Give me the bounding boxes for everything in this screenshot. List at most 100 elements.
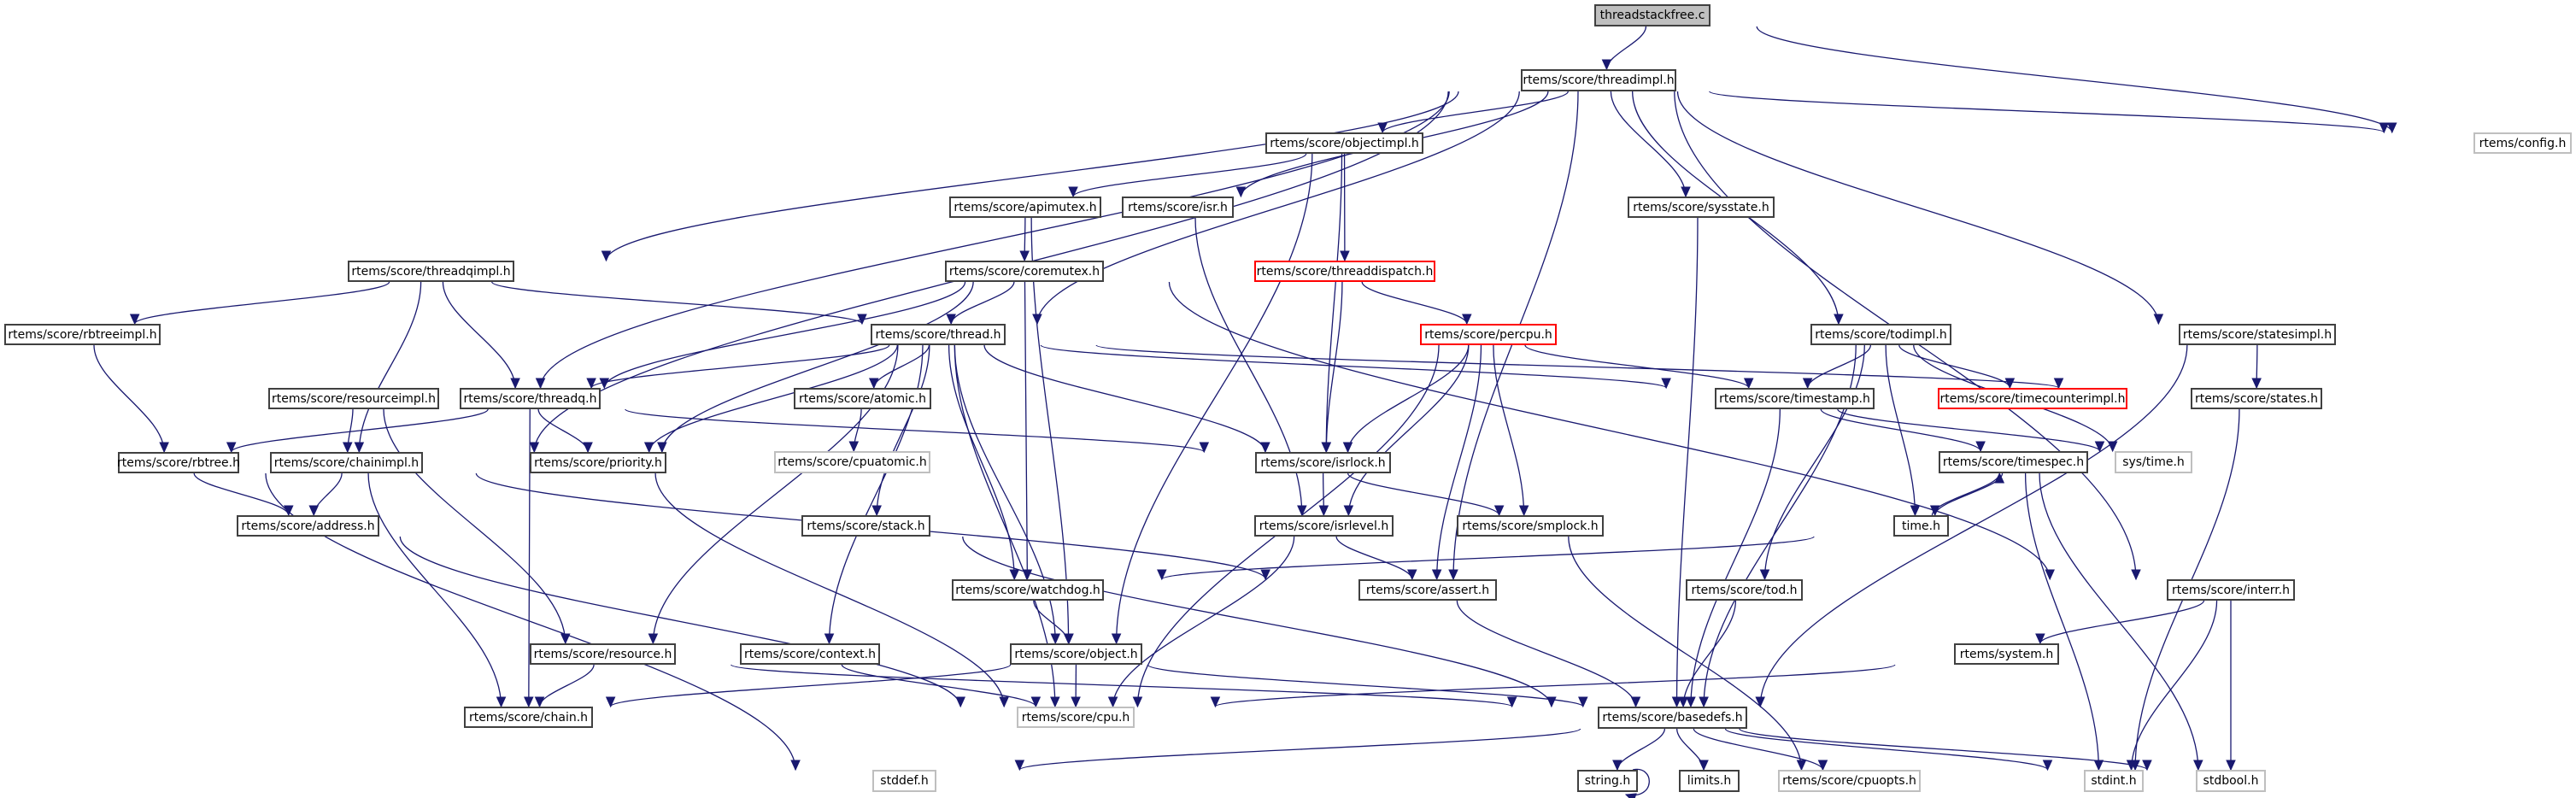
node-threaddispatch-h[interactable]: rtems/score/threaddispatch.h xyxy=(1254,261,1435,282)
node-cpuatomic-h: rtems/score/cpuatomic.h xyxy=(774,451,930,473)
edge-arrowhead xyxy=(1578,696,1588,708)
node-interr-h[interactable]: rtems/score/interr.h xyxy=(2167,579,2295,601)
node-watchdog-h[interactable]: rtems/score/watchdog.h xyxy=(952,579,1104,601)
edge-threadq-h-to-isrlock-h xyxy=(625,408,1210,454)
edge-chainimpl-h-to-chain-h xyxy=(367,472,507,708)
edge-line xyxy=(1690,408,1781,707)
node-sysstate-h[interactable]: rtems/score/sysstate.h xyxy=(1628,197,1775,218)
edge-arrowhead xyxy=(586,378,596,390)
node-threadq-h[interactable]: rtems/score/threadq.h xyxy=(460,388,601,409)
node-chain-h[interactable]: rtems/score/chain.h xyxy=(464,707,593,728)
edge-line xyxy=(1361,281,1468,325)
edge-coremutex-h-to-watchdog-h xyxy=(1022,281,1033,581)
edge-arrowhead xyxy=(601,250,612,262)
node-isr-h[interactable]: rtems/score/isr.h xyxy=(1122,197,1234,218)
edge-resource-h-to-chain-h xyxy=(534,664,595,708)
node-time-h[interactable]: time.h xyxy=(1893,515,1949,537)
node-priority-h[interactable]: rtems/score/priority.h xyxy=(530,452,666,473)
node-label: sys/time.h xyxy=(2122,455,2185,469)
edge-threadqimpl-h-to-rbtreeimpl-h xyxy=(129,281,390,326)
edge-arrowhead xyxy=(605,696,616,708)
node-objectimpl-h[interactable]: rtems/score/objectimpl.h xyxy=(1265,132,1423,154)
edge-arrowhead xyxy=(1743,378,1754,390)
node-context-h[interactable]: rtems/score/context.h xyxy=(740,643,880,665)
node-label: rtems/score/thread.h xyxy=(875,327,1001,342)
node-isrlevel-h[interactable]: rtems/score/isrlevel.h xyxy=(1254,515,1394,537)
node-rbtreeimpl-h[interactable]: rtems/score/rbtreeimpl.h xyxy=(4,324,161,345)
edge-line xyxy=(648,344,898,453)
node-system-h[interactable]: rtems/system.h xyxy=(1954,643,2059,665)
node-apimutex-h[interactable]: rtems/score/apimutex.h xyxy=(949,197,1101,218)
edge-arrowhead xyxy=(2131,569,2141,581)
node-resource-h[interactable]: rtems/score/resource.h xyxy=(530,643,676,665)
edge-object-h-to-cpu-h xyxy=(1071,664,1081,708)
edge-arrowhead xyxy=(1032,314,1042,326)
edge-line xyxy=(1605,26,1647,70)
node-label: rtems/score/context.h xyxy=(744,647,876,661)
node-timestamp-h[interactable]: rtems/score/timestamp.h xyxy=(1715,388,1875,409)
node-states-h[interactable]: rtems/score/states.h xyxy=(2191,388,2322,409)
edge-arrowhead xyxy=(342,442,353,454)
node-object-h[interactable]: rtems/score/object.h xyxy=(1010,643,1142,665)
node-label: rtems/config.h xyxy=(2479,136,2567,150)
node-threadqimpl-h[interactable]: rtems/score/threadqimpl.h xyxy=(348,261,514,282)
edge-resourceimpl-h-to-resource-h xyxy=(383,408,571,645)
edge-arrowhead xyxy=(1111,633,1122,645)
node-address-h[interactable]: rtems/score/address.h xyxy=(237,515,379,537)
edge-arrowhead xyxy=(1050,633,1061,645)
node-atomic-h[interactable]: rtems/score/atomic.h xyxy=(794,388,931,409)
edge-arrowhead xyxy=(1994,472,2005,484)
node-label: time.h xyxy=(1902,519,1940,533)
edge-arrowhead xyxy=(1068,186,1078,198)
edge-chainimpl-h-to-address-h xyxy=(308,472,343,517)
node-percpu-h[interactable]: rtems/score/percpu.h xyxy=(1420,324,1557,345)
edge-arrowhead xyxy=(1518,505,1529,517)
node-todimpl-h[interactable]: rtems/score/todimpl.h xyxy=(1810,324,1951,345)
edge-line xyxy=(231,408,489,453)
node-thread-h[interactable]: rtems/score/thread.h xyxy=(871,324,1006,345)
edge-line xyxy=(1820,408,1981,452)
edge-arrowhead xyxy=(534,696,545,708)
node-rbtree-h[interactable]: rtems/score/rbtree.h xyxy=(117,452,240,473)
node-resourceimpl-h[interactable]: rtems/score/resourceimpl.h xyxy=(268,388,439,409)
node-stack-h[interactable]: rtems/score/stack.h xyxy=(801,515,930,537)
node-label: rtems/score/watchdog.h xyxy=(955,583,1100,597)
node-label: rtems/score/threaddispatch.h xyxy=(1256,264,1434,279)
edge-arrowhead xyxy=(1431,569,1442,581)
edge-line xyxy=(1325,281,1343,453)
node-tod-h[interactable]: rtems/score/tod.h xyxy=(1686,579,1803,601)
edge-line xyxy=(1382,91,1569,133)
node-string-h[interactable]: string.h xyxy=(1577,770,1638,792)
node-label: limits.h xyxy=(1687,774,1732,788)
edge-arrowhead xyxy=(159,442,169,454)
edge-line xyxy=(442,281,516,389)
edge-arrowhead xyxy=(999,696,1009,708)
edge-object-h-to-chain-h xyxy=(605,664,1012,708)
node-timecounterimpl-h[interactable]: rtems/score/timecounterimpl.h xyxy=(1938,388,2127,409)
edge-arrowhead xyxy=(1817,760,1828,772)
edge-line xyxy=(1682,600,1737,707)
node-limits-h[interactable]: limits.h xyxy=(1679,770,1740,792)
edge-line xyxy=(1072,153,1307,197)
node-threadimpl-h[interactable]: rtems/score/threadimpl.h xyxy=(1521,69,1676,91)
edge-line xyxy=(661,281,974,453)
node-isrlock-h[interactable]: rtems/score/isrlock.h xyxy=(1255,452,1391,473)
node-smplock-h[interactable]: rtems/score/smplock.h xyxy=(1457,515,1604,537)
edge-line xyxy=(1194,217,1303,516)
node-coremutex-h[interactable]: rtems/score/coremutex.h xyxy=(945,261,1104,282)
edge-threadqimpl-h-to-chainimpl-h xyxy=(354,281,422,454)
edge-atomic-h-to-cpuatomic-h xyxy=(848,408,862,453)
edge-line xyxy=(528,408,531,707)
node-statesimpl-h[interactable]: rtems/score/statesimpl.h xyxy=(2179,324,2336,345)
node-label: rtems/score/apimutex.h xyxy=(954,200,1097,214)
node-assert-h[interactable]: rtems/score/assert.h xyxy=(1358,579,1497,601)
edge-watchdog-h-to-object-h xyxy=(1033,600,1074,645)
edge-coremutex-h-to-interr-h xyxy=(1168,281,2055,581)
edge-line xyxy=(358,281,422,453)
node-timespec-h[interactable]: rtems/score/timespec.h xyxy=(1939,451,2088,473)
node-basedefs-h[interactable]: rtems/score/basedefs.h xyxy=(1598,707,1747,729)
node-chainimpl-h[interactable]: rtems/score/chainimpl.h xyxy=(270,452,423,473)
edge-line xyxy=(1568,536,1803,771)
node-label: rtems/score/threadqimpl.h xyxy=(351,264,511,279)
edge-arrowhead xyxy=(1699,760,1709,772)
